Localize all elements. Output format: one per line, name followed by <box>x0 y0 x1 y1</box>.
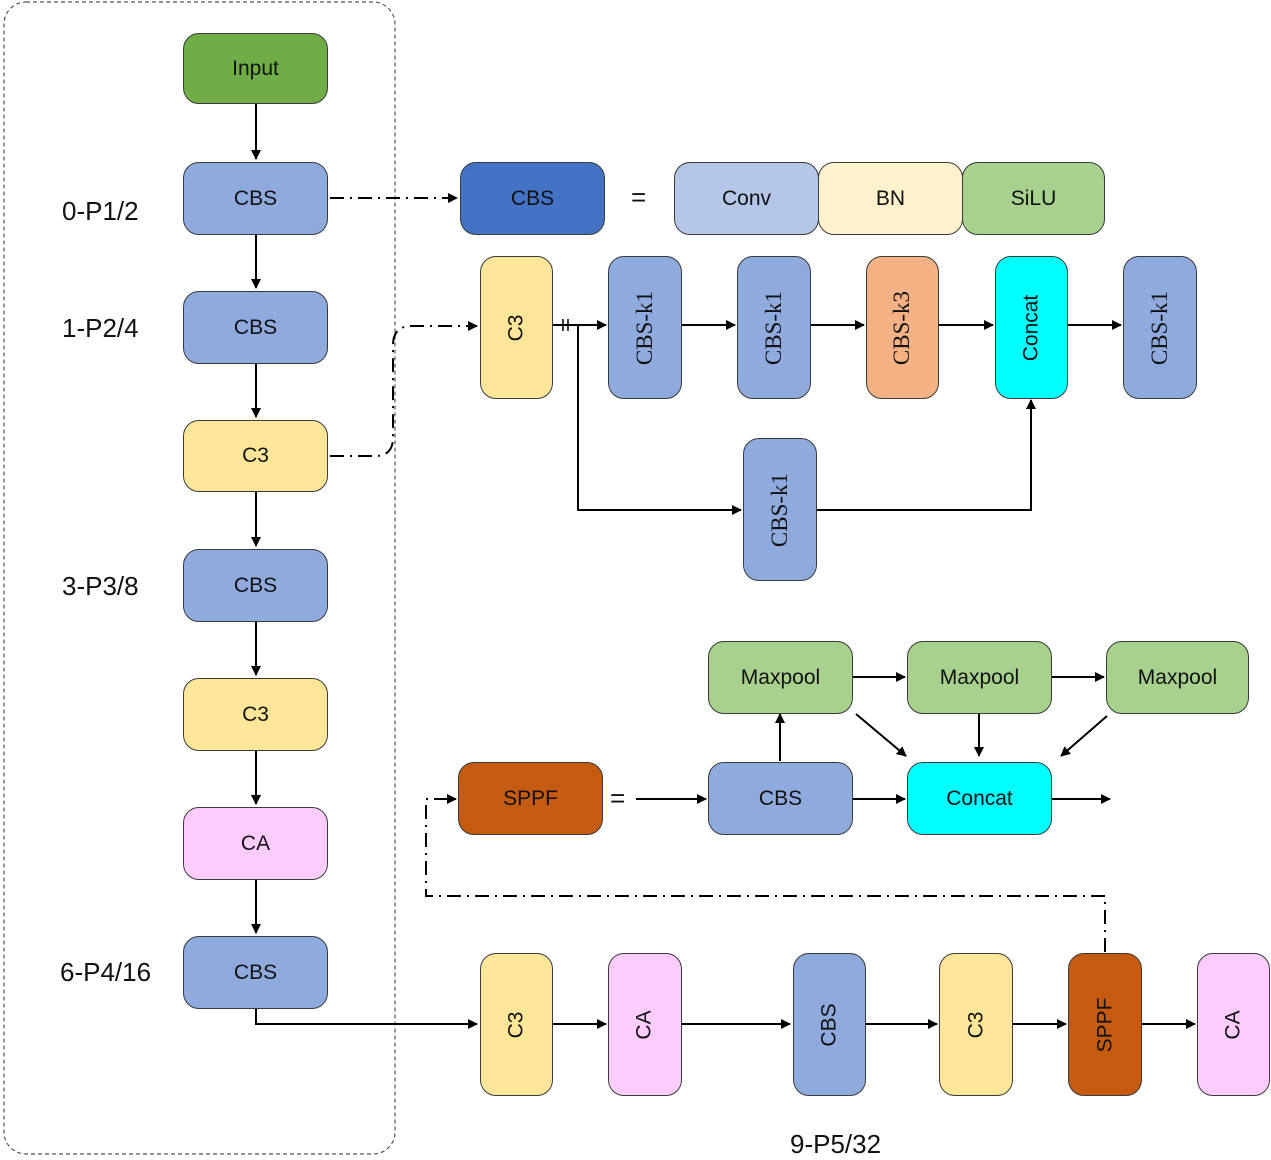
bn-block: BN <box>818 162 963 235</box>
sppf-label: SPPF <box>1092 997 1116 1052</box>
c3-def-label: C3 <box>504 314 528 341</box>
input-label: Input <box>232 56 279 80</box>
sppf-maxpool-1: Maxpool <box>708 641 853 714</box>
stage-label-p1: 0-P1/2 <box>62 196 139 226</box>
bottom-ca-1: CA <box>608 953 682 1096</box>
backbone-dashed-frame <box>3 1 396 1155</box>
maxpool-label: Maxpool <box>740 665 821 689</box>
stage-label-p4: 6-P4/16 <box>60 957 152 987</box>
c3-label: C3 <box>504 1011 528 1038</box>
cbs-label: CBS <box>233 315 278 339</box>
c3-cbs-k1-1: CBS-k1 <box>608 256 682 399</box>
backbone-c3-2: C3 <box>183 420 328 492</box>
c3-cbs-k1-2: CBS-k1 <box>737 256 811 399</box>
dashdot-sppf-to-sppf-def <box>425 794 1106 952</box>
c3-label: C3 <box>963 1011 987 1038</box>
cbs-label: CBS <box>233 186 278 210</box>
dashdot-c3-to-c3-def <box>330 321 478 457</box>
concat-label: Concat <box>946 786 1013 810</box>
ca-label: CA <box>633 1009 656 1040</box>
cbs-label: CBS <box>817 1002 841 1047</box>
sppf-def-label: SPPF <box>503 786 558 810</box>
c3-cbs-k1-branch: CBS-k1 <box>743 438 817 581</box>
cbs-k1-label: CBS-k1 <box>1147 290 1173 365</box>
conv-block: Conv <box>674 162 819 235</box>
backbone-cbs-6: CBS <box>183 936 328 1009</box>
cbs-k1-label: CBS-k1 <box>767 472 793 547</box>
cbs-k3-label: CBS-k3 <box>889 290 915 365</box>
cbs-equals-sign: = <box>631 182 647 212</box>
cbs-k1-label: CBS-k1 <box>632 290 658 365</box>
backbone-ca-5: CA <box>183 807 328 880</box>
stage-label-p5: 9-P5/32 <box>790 1129 882 1159</box>
stage-label-p3: 3-P3/8 <box>62 571 139 601</box>
sppf-definition-block: SPPF <box>458 762 603 835</box>
sppf-maxpool-2: Maxpool <box>907 641 1052 714</box>
cbs-label: CBS <box>758 786 803 810</box>
concat-label: Concat <box>1019 294 1043 361</box>
bottom-cbs: CBS <box>793 953 866 1096</box>
cbs-k1-label: CBS-k1 <box>761 290 787 365</box>
arrow-cbs6-to-bottom-c3 <box>255 1009 478 1029</box>
cbs-definition-block: CBS <box>460 162 605 235</box>
input-block: Input <box>183 33 328 104</box>
bottom-c3-2: C3 <box>939 953 1013 1096</box>
bottom-sppf: SPPF <box>1068 953 1142 1096</box>
cbs-label: CBS <box>233 960 278 984</box>
sppf-cbs: CBS <box>708 762 853 835</box>
ca-label: CA <box>1221 1009 1245 1040</box>
backbone-cbs-0: CBS <box>183 162 328 235</box>
sppf-equals-sign: = <box>610 783 626 813</box>
arrow-maxpool1-to-concat <box>855 713 907 757</box>
c3-definition-block: C3 <box>480 256 553 399</box>
arrow-maxpool3-to-concat <box>1060 715 1108 757</box>
cbs-def-label: CBS <box>510 186 555 210</box>
sppf-maxpool-3: Maxpool <box>1106 641 1249 714</box>
silu-block: SiLU <box>962 162 1105 235</box>
bottom-c3-1: C3 <box>480 953 553 1096</box>
silu-label: SiLU <box>1010 186 1057 210</box>
cbs-label: CBS <box>233 573 278 597</box>
ca-label: CA <box>240 831 271 855</box>
arrow-branch-cbs-k1-to-concat <box>817 399 1036 511</box>
c3-label: C3 <box>242 444 269 467</box>
sppf-concat: Concat <box>907 762 1052 835</box>
maxpool-label: Maxpool <box>939 665 1020 689</box>
c3-cbs-k3: CBS-k3 <box>866 256 939 399</box>
backbone-cbs-1: CBS <box>183 291 328 364</box>
backbone-cbs-3: CBS <box>183 549 328 622</box>
conv-label: Conv <box>721 186 772 210</box>
bottom-ca-2: CA <box>1197 953 1270 1096</box>
c3-label: C3 <box>242 702 269 726</box>
backbone-c3-4: C3 <box>183 678 328 751</box>
maxpool-label: Maxpool <box>1137 665 1218 689</box>
bn-label: BN <box>875 186 906 210</box>
c3-cbs-k1-out: CBS-k1 <box>1123 256 1197 399</box>
c3-concat: Concat <box>995 256 1068 399</box>
arrow-branch-to-cbs-k1 <box>577 325 742 515</box>
stage-label-p2: 1-P2/4 <box>62 313 139 343</box>
